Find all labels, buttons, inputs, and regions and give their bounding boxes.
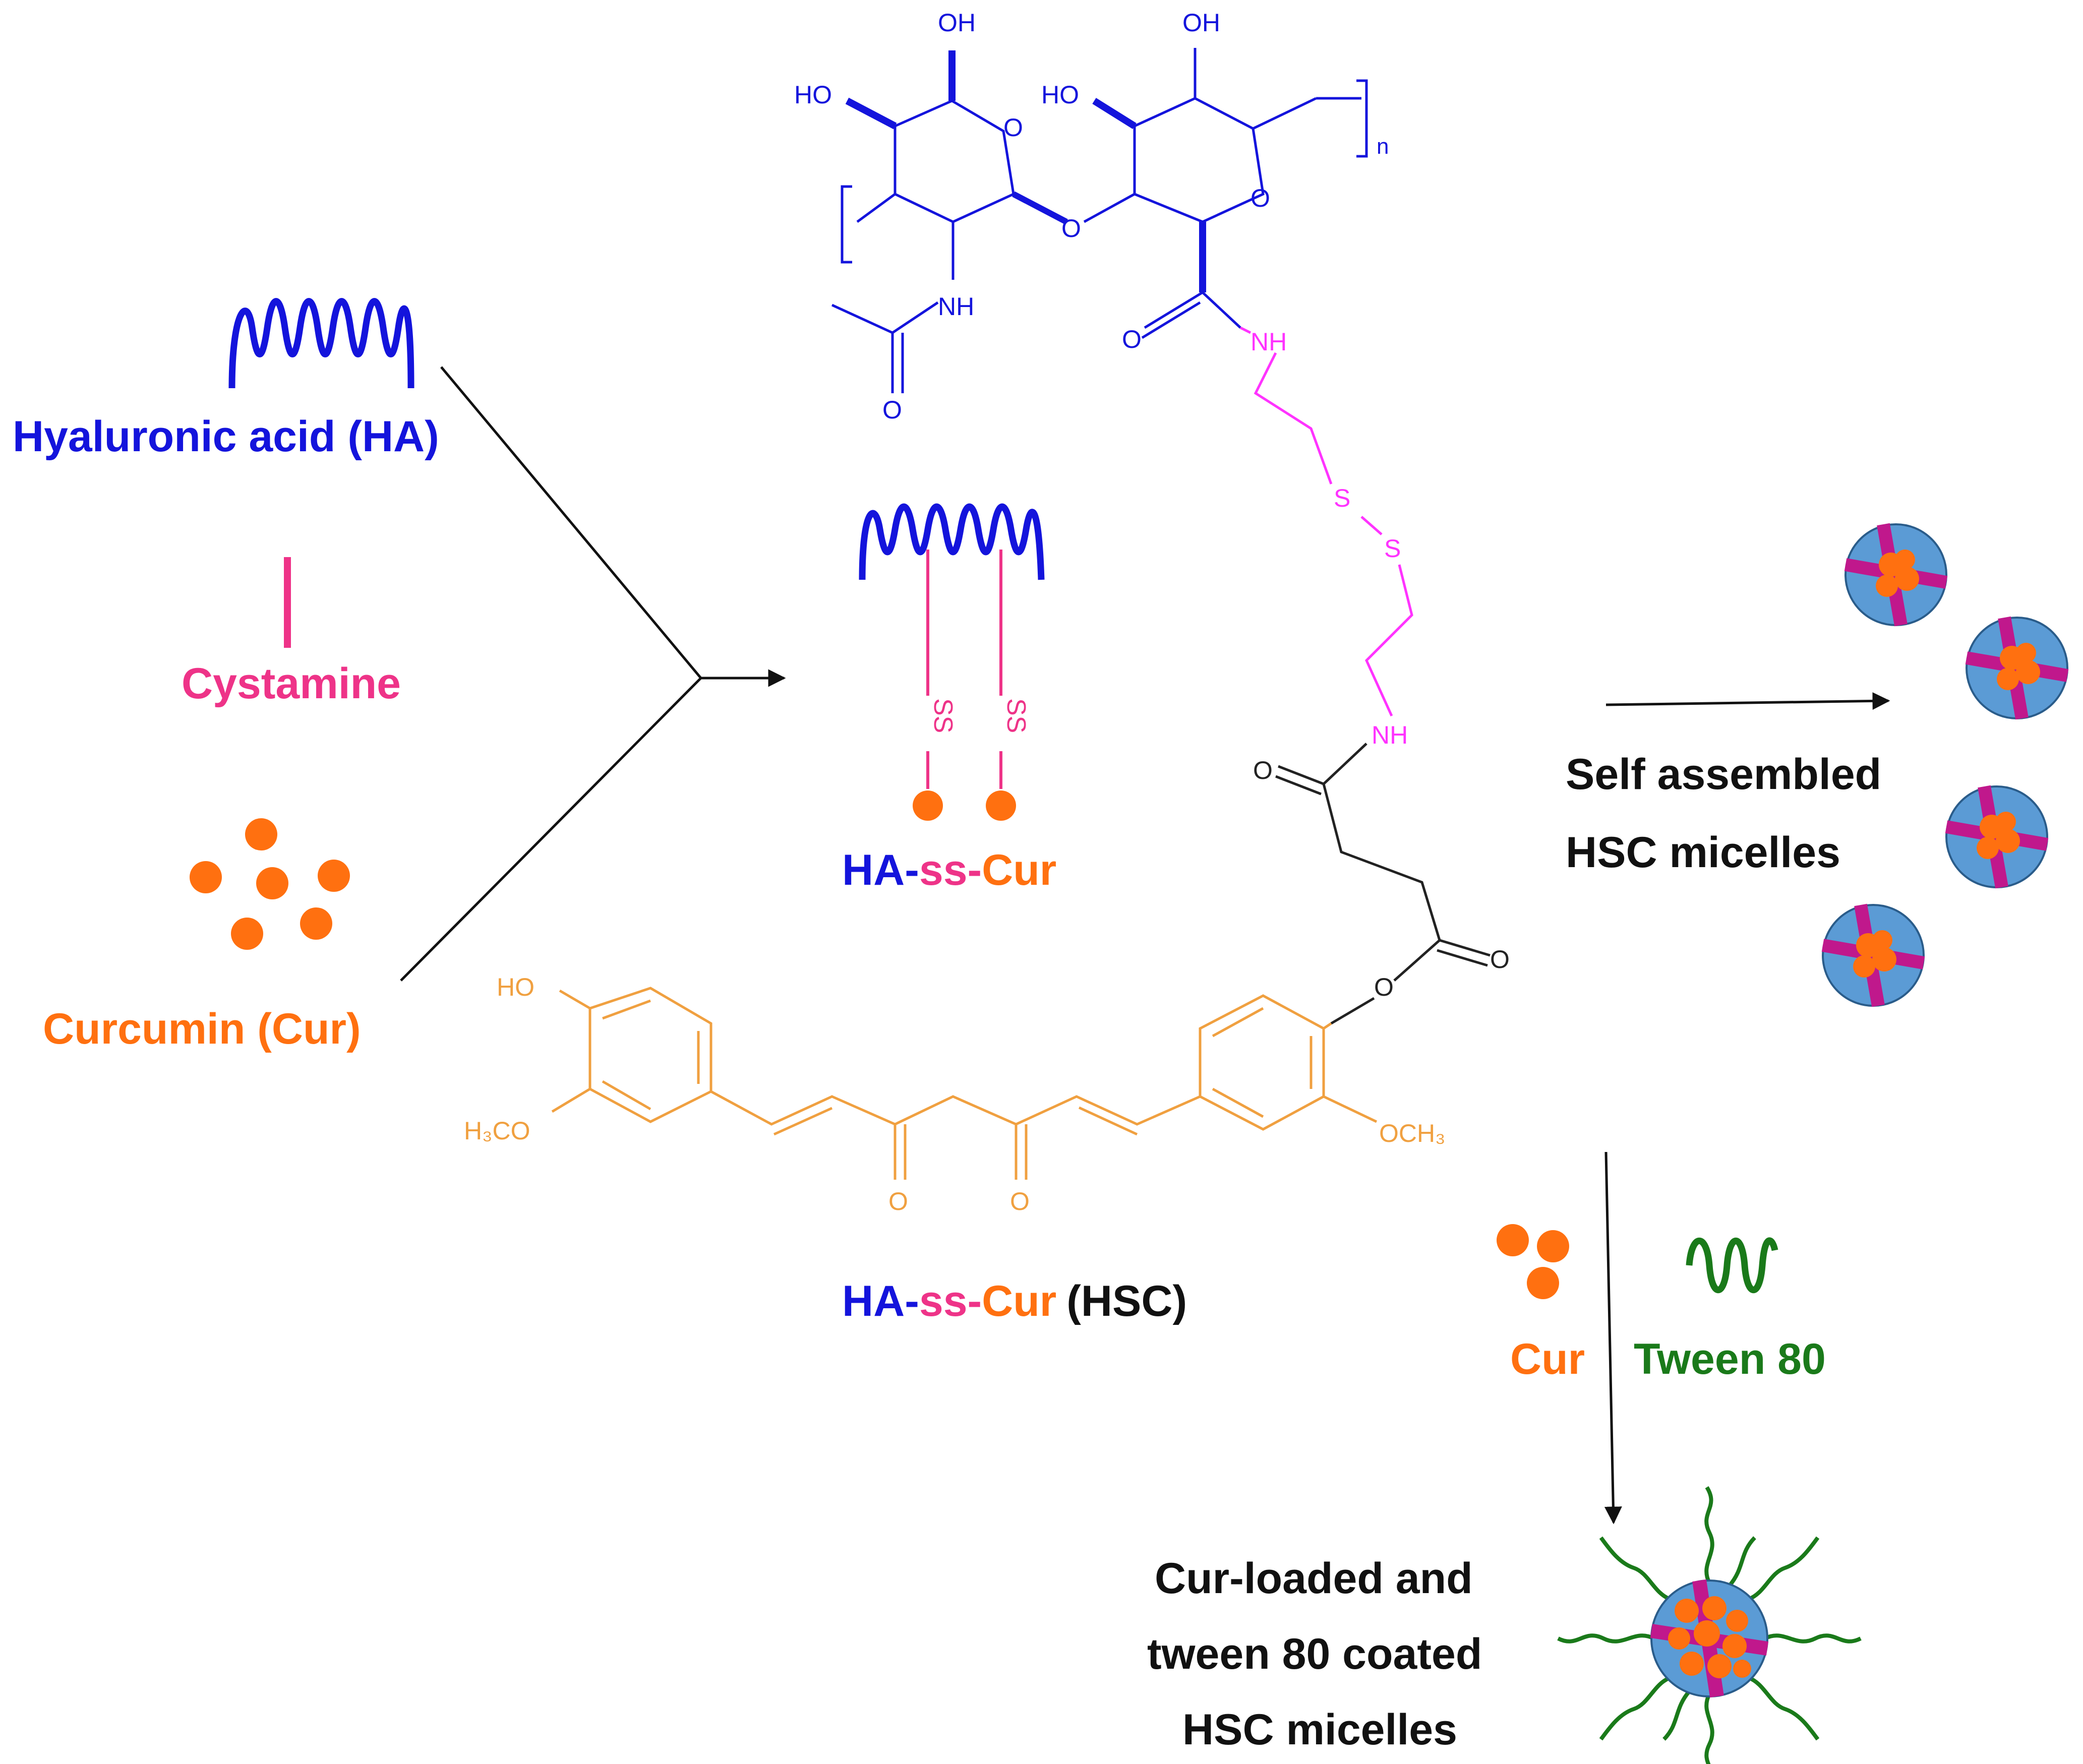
ha-wave-icon bbox=[228, 298, 414, 389]
svg-text:O: O bbox=[1003, 113, 1023, 142]
coated-micelle-icon bbox=[1557, 1486, 1862, 1764]
svg-text:n: n bbox=[1377, 134, 1389, 159]
disulfide-arm-1: SS bbox=[913, 550, 958, 821]
svg-text:HO: HO bbox=[1041, 81, 1079, 109]
final-micelle-label-line3: HSC micelles bbox=[1182, 1706, 1457, 1754]
micelle-icon bbox=[1945, 785, 2049, 889]
cystamine-linker-structure bbox=[1239, 326, 1413, 717]
svg-text:OCH₃: OCH₃ bbox=[1379, 1119, 1445, 1147]
conjugate-wave-icon bbox=[859, 503, 1045, 580]
final-micelle-label-line1: Cur-loaded and bbox=[1155, 1554, 1473, 1603]
cur-label: Cur bbox=[1510, 1335, 1585, 1383]
tween-label: Tween 80 bbox=[1634, 1335, 1826, 1383]
ha-atom-labels: OH HO O O NH O OH HO O O n bbox=[794, 9, 1389, 424]
reactant-ha: Hyaluronic acid (HA) bbox=[13, 298, 439, 461]
self-assembled-label-line1: Self assembled bbox=[1566, 750, 1881, 799]
succinyl-atom-labels: O O O bbox=[1253, 756, 1510, 1001]
conjugate-cartoon-label: HA-ss-Cur bbox=[842, 846, 1056, 894]
curcumin-structure bbox=[551, 987, 1378, 1180]
svg-text:OH: OH bbox=[1182, 9, 1220, 37]
succinyl-spacer-structure bbox=[1275, 743, 1491, 1025]
converging-reaction-arrow bbox=[400, 366, 786, 982]
svg-text:O: O bbox=[1122, 325, 1142, 353]
svg-text:SS: SS bbox=[1001, 698, 1031, 733]
svg-text:H₃CO: H₃CO bbox=[464, 1117, 530, 1145]
micelle-icon bbox=[1965, 616, 2069, 720]
svg-text:O: O bbox=[1010, 1187, 1030, 1215]
ha-label: Hyaluronic acid (HA) bbox=[13, 412, 439, 461]
reactant-curcumin: Curcumin (Cur) bbox=[43, 818, 361, 1053]
micelle-icon bbox=[1844, 523, 1948, 627]
reactant-cystamine: Cystamine bbox=[182, 557, 401, 708]
svg-text:HO: HO bbox=[497, 973, 534, 1001]
curcumin-dots-icon bbox=[190, 818, 350, 950]
tween-wave-icon bbox=[1686, 1237, 1778, 1293]
curcumin-label: Curcumin (Cur) bbox=[43, 1005, 361, 1053]
svg-text:NH: NH bbox=[1251, 328, 1287, 356]
hsc-structure-label: HA-ss-Cur(HSC) bbox=[842, 1277, 1187, 1325]
svg-text:O: O bbox=[1061, 214, 1081, 242]
cur-dots-icon bbox=[1497, 1224, 1569, 1299]
final-micelle-label-line2: tween 80 coated bbox=[1147, 1630, 1482, 1678]
svg-text:S: S bbox=[1334, 484, 1350, 512]
svg-text:OH: OH bbox=[938, 9, 976, 37]
ha-repeat-unit-structure bbox=[831, 48, 1368, 393]
micelle-icon bbox=[1821, 903, 1925, 1007]
cystamine-label: Cystamine bbox=[182, 659, 401, 708]
svg-text:O: O bbox=[1253, 756, 1273, 784]
svg-text:S: S bbox=[1384, 534, 1401, 563]
svg-text:NH: NH bbox=[1372, 721, 1408, 749]
linker-atom-labels: NH S S NH bbox=[1251, 328, 1408, 749]
svg-text:O: O bbox=[882, 396, 902, 424]
self-assembly-arrow bbox=[1605, 692, 1890, 710]
ha-ss-cur-cartoon: SS SS HA-ss-Cur bbox=[842, 503, 1056, 894]
curcumin-atom-labels: HO H₃CO O O OCH₃ bbox=[464, 973, 1445, 1215]
svg-text:O: O bbox=[888, 1187, 908, 1215]
svg-text:O: O bbox=[1490, 945, 1510, 974]
self-assembled-label-line2: HSC micelles bbox=[1566, 828, 1840, 877]
svg-text:HO: HO bbox=[794, 81, 832, 109]
svg-text:SS: SS bbox=[928, 698, 958, 733]
disulfide-arm-2: SS bbox=[986, 550, 1031, 821]
loading-arrow bbox=[1604, 1151, 1622, 1525]
svg-text:NH: NH bbox=[938, 292, 974, 321]
svg-text:O: O bbox=[1374, 973, 1394, 1001]
svg-text:O: O bbox=[1251, 184, 1270, 212]
